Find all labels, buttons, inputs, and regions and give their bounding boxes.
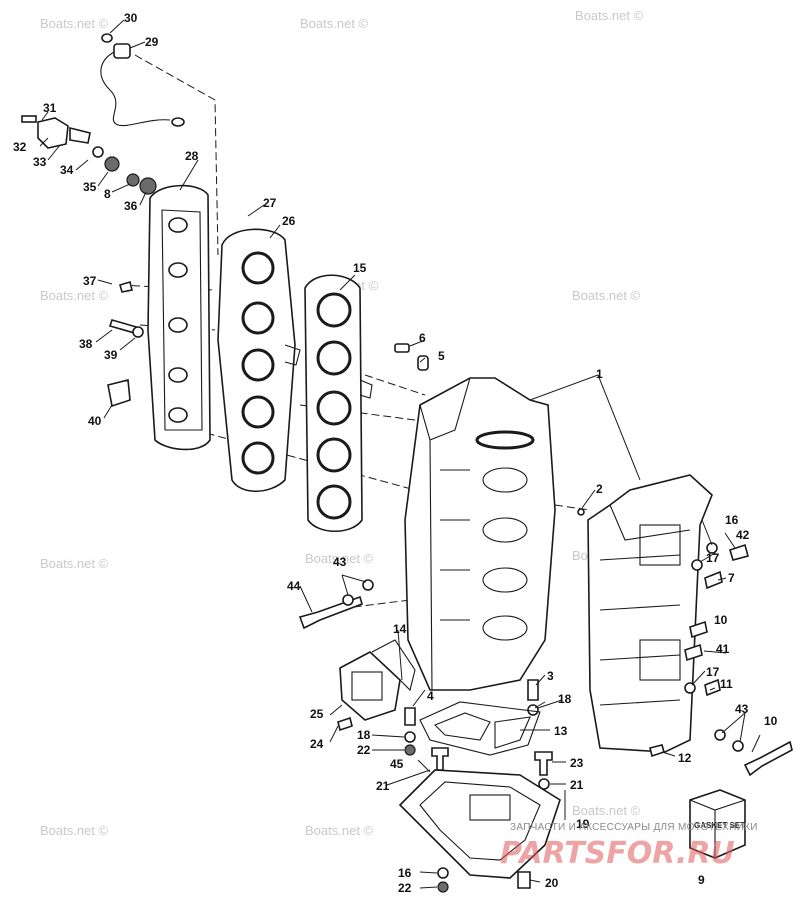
callout-16: 16	[398, 866, 412, 880]
watermark: Boats.net ©	[300, 16, 369, 31]
callout-8: 8	[104, 187, 111, 201]
watermark: Boats.net ©	[305, 823, 374, 838]
callout-30: 30	[124, 11, 138, 25]
gasket-set-box: GASKET SET	[689, 789, 746, 859]
head-cover	[147, 184, 211, 451]
watermark: Boats.net ©	[575, 8, 644, 23]
callout-43: 43	[735, 702, 749, 716]
callout-26: 26	[282, 214, 296, 228]
callout-32: 32	[13, 140, 27, 154]
callout-13: 13	[554, 724, 568, 738]
callout-17: 17	[706, 665, 720, 679]
callout-45: 45	[390, 757, 404, 771]
callout-23: 23	[570, 756, 584, 770]
callout-28: 28	[185, 149, 199, 163]
callout-10: 10	[714, 613, 728, 627]
brand-tagline: ЗАПЧАСТИ И АКСЕССУАРЫ ДЛЯ МОТОТЕХНИКИ	[510, 822, 758, 833]
leader-lines	[39, 19, 761, 889]
callout-14: 14	[393, 622, 407, 636]
callout-44: 44	[287, 579, 301, 593]
dowel-pins	[394, 343, 429, 371]
callout-11: 11	[720, 677, 733, 691]
callout-27: 27	[263, 196, 277, 210]
callout-36: 36	[124, 199, 138, 213]
callout-18: 18	[357, 728, 371, 742]
cover-plate	[339, 639, 416, 721]
watermark: Boats.net ©	[572, 803, 641, 818]
callout-21: 21	[570, 778, 584, 792]
crankcase	[587, 474, 713, 753]
callout-34: 34	[60, 163, 74, 177]
callout-9: 9	[698, 873, 705, 887]
callout-39: 39	[104, 348, 118, 362]
gasket-box-label: GASKET SET	[694, 821, 745, 830]
callout-19: 19	[576, 817, 590, 831]
callout-6: 6	[419, 331, 426, 345]
cylinder-head	[217, 228, 301, 492]
oil-pan-gasket	[419, 701, 541, 756]
temperature-sensor-assembly	[100, 33, 185, 127]
watermark: Boats.net ©	[572, 288, 641, 303]
watermark: Boats.net ©	[40, 823, 109, 838]
callout-16: 16	[725, 513, 739, 527]
callout-33: 33	[33, 155, 47, 169]
callout-25: 25	[310, 707, 324, 721]
callout-31: 31	[43, 101, 57, 115]
watermark: Boats.net ©	[40, 16, 109, 31]
callout-2: 2	[596, 482, 603, 496]
cylinder-block	[404, 377, 556, 691]
watermark: Boats.net ©	[305, 551, 374, 566]
callout-42: 42	[736, 528, 750, 542]
callout-22: 22	[398, 881, 412, 895]
callout-37: 37	[83, 274, 97, 288]
callout-15: 15	[353, 261, 367, 275]
callout-43: 43	[333, 555, 347, 569]
callout-10: 10	[764, 714, 778, 728]
base-plate	[398, 769, 561, 879]
callout-29: 29	[145, 35, 159, 49]
callout-12: 12	[678, 751, 692, 765]
callout-35: 35	[83, 180, 97, 194]
callout-5: 5	[438, 349, 445, 363]
callout-21: 21	[376, 779, 390, 793]
callouts: 1 2 3 4 5 6 7 8 9 10 10 11 12 13 14 15 1…	[13, 11, 778, 895]
head-gasket	[304, 274, 373, 532]
watermark: Boats.net ©	[40, 288, 109, 303]
callout-18: 18	[558, 692, 572, 706]
callout-24: 24	[310, 737, 324, 751]
callout-40: 40	[88, 414, 102, 428]
brand-watermark: ЗАПЧАСТИ И АКСЕССУАРЫ ДЛЯ МОТОТЕХНИКИ PA…	[500, 822, 758, 871]
callout-22: 22	[357, 743, 371, 757]
callout-7: 7	[728, 571, 735, 585]
callout-4: 4	[427, 689, 434, 703]
callout-38: 38	[79, 337, 93, 351]
callout-1: 1	[596, 367, 603, 381]
callout-20: 20	[545, 876, 559, 890]
watermark: Boats.net ©	[40, 556, 109, 571]
fasteners	[107, 280, 793, 893]
callout-17: 17	[706, 551, 720, 565]
callout-41: 41	[716, 642, 730, 656]
callout-3: 3	[547, 669, 554, 683]
brand-name: PARTSFOR.RU	[500, 836, 735, 871]
